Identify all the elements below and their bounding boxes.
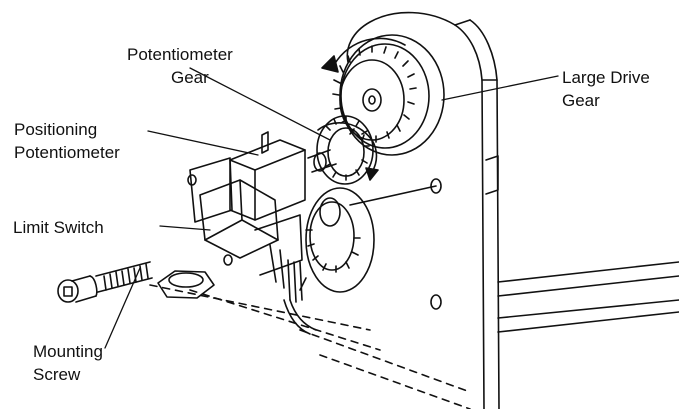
positioning-potentiometer [187,131,306,266]
shaft-axis-line [349,185,437,206]
mounting-screw-label-line2: Screw [33,365,81,384]
mounting-screw-label-line1: Mounting [33,342,103,361]
mounting-screw [57,261,153,303]
leader-lines [104,67,559,349]
positioning-potentiometer-label-line1: Positioning [14,120,98,139]
limit-switch [199,179,317,335]
potentiometer-gear-label-line2: Gear [171,68,209,87]
alignment-lines [149,284,471,409]
potentiometer-gear-label: Potentiometer Gear [127,43,233,89]
large-drive-gear-label: Large Drive Gear [562,66,650,112]
mounting-screw-label: Mounting Screw [33,340,103,386]
large-drive-gear-label-line2: Gear [562,91,600,110]
mounting-plate [346,11,679,409]
potentiometer-gear [307,115,379,185]
positioning-potentiometer-label-line2: Potentiometer [14,143,120,162]
potentiometer-gear-label-line1: Potentiometer [127,45,233,64]
large-drive-gear-label-line1: Large Drive [562,68,650,87]
nut [157,270,215,299]
large-drive-gear [321,34,445,156]
limit-switch-label: Limit Switch [13,218,104,237]
lower-pulley-gear [299,187,375,293]
positioning-potentiometer-label: Positioning Potentiometer [14,118,120,164]
